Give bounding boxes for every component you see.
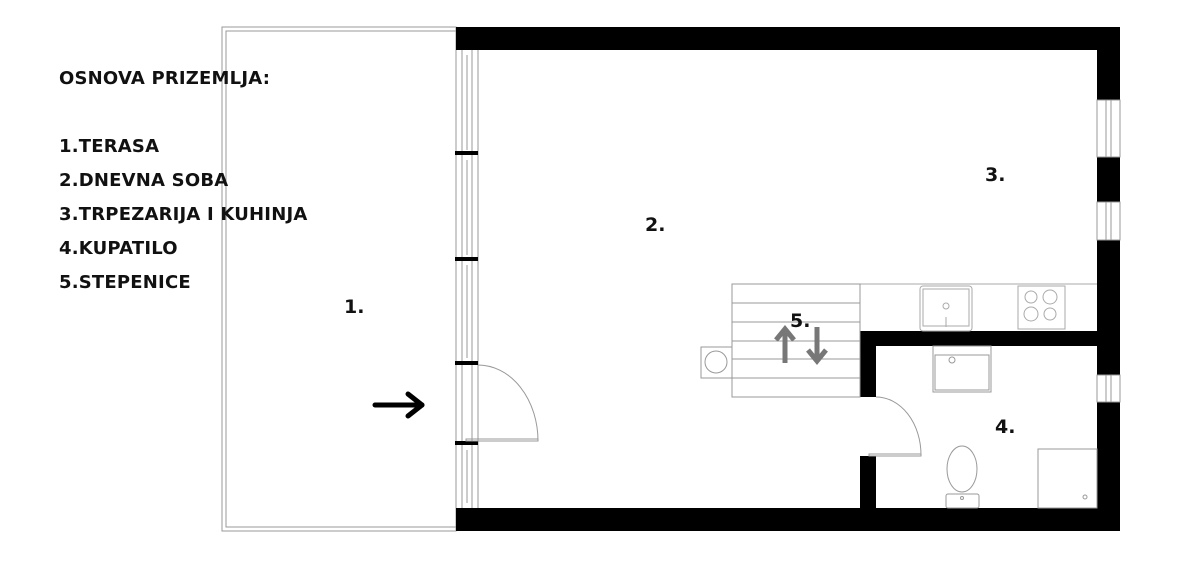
legend-item: 3.TRPEZARIJA I KUHINJA: [59, 204, 308, 225]
stairs-up-arrow-icon: [774, 325, 796, 363]
interior-walls: [860, 331, 1097, 508]
legend-item: 1.TERASA: [59, 136, 160, 157]
bathroom-fixtures: [932, 345, 1098, 509]
terrace-outline: [221, 26, 457, 532]
left-glazing: [461, 50, 479, 508]
room-label-stepenice: 5.: [790, 310, 811, 332]
right-windows: [1096, 99, 1121, 403]
bathroom-door: [868, 396, 922, 457]
mullions: [455, 151, 478, 445]
stairs-down-arrow-icon: [806, 327, 828, 365]
room-label-dnevna-soba: 2.: [645, 214, 666, 236]
entry-door: [465, 364, 539, 442]
room-label-trpezarija-kuhinja: 3.: [985, 164, 1006, 186]
stairs: [700, 283, 861, 398]
room-label-kupatilo: 4.: [995, 416, 1016, 438]
legend-title: OSNOVA PRIZEMLJA:: [59, 68, 271, 89]
legend-item: 5.STEPENICE: [59, 272, 191, 293]
room-label-terasa: 1.: [344, 296, 365, 318]
kitchen-counter: [860, 283, 1097, 332]
legend: OSNOVA PRIZEMLJA: 1.TERASA 2.DNEVNA SOBA…: [59, 62, 308, 300]
entry-arrow-icon: [372, 391, 425, 419]
legend-item: 4.KUPATILO: [59, 238, 178, 259]
exterior-walls: [456, 27, 1120, 531]
legend-item: 2.DNEVNA SOBA: [59, 170, 229, 191]
